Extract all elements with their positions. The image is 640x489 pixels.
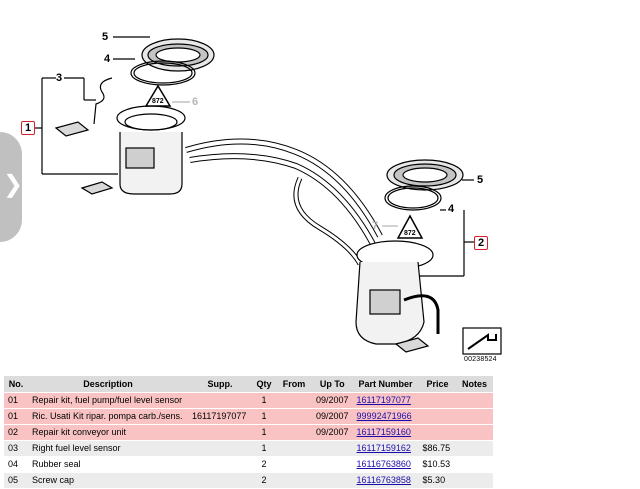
- row-notes: [456, 472, 493, 489]
- header-from: From: [276, 376, 312, 393]
- row-price: $86.75: [418, 440, 457, 457]
- row-supp: 16117197077: [188, 408, 252, 425]
- row-upto: [312, 456, 353, 473]
- callout-7: 7: [372, 220, 379, 232]
- row-from: [276, 456, 312, 473]
- part-number-link[interactable]: 16117159162: [356, 443, 411, 453]
- row-from: [276, 424, 312, 441]
- row-upto: [312, 440, 353, 457]
- row-upto: 09/2007: [312, 408, 353, 425]
- row-notes: [456, 424, 493, 441]
- header-part-number: Part Number: [352, 376, 419, 393]
- row-price: $10.53: [418, 456, 457, 473]
- part-number-link[interactable]: 99992471966: [356, 411, 412, 421]
- header-upto: Up To: [312, 376, 353, 393]
- row-notes: [456, 456, 493, 473]
- row-no: 04: [4, 456, 28, 473]
- row-description: Right fuel level sensor: [28, 440, 188, 457]
- diagram-id: 00238524: [464, 356, 497, 363]
- parts-table: No. Description Supp. Qty From Up To Par…: [4, 376, 493, 489]
- row-supp: [188, 440, 252, 457]
- header-description: Description: [28, 376, 188, 393]
- callout-3: 3: [56, 72, 63, 84]
- svg-text:872: 872: [152, 98, 164, 105]
- row-notes: [456, 440, 493, 457]
- part-number-link[interactable]: 16117197077: [356, 395, 411, 405]
- header-no: No.: [4, 376, 28, 393]
- parts-table-header: No. Description Supp. Qty From Up To Par…: [4, 376, 493, 393]
- row-no: 01: [4, 408, 28, 425]
- table-row: 01 Ric. Usati Kit ripar. pompa carb./sen…: [4, 408, 493, 425]
- row-upto: 09/2007: [312, 392, 353, 409]
- part-number-link[interactable]: 16117159160: [356, 427, 411, 437]
- row-qty: 1: [252, 424, 276, 441]
- row-no: 03: [4, 440, 28, 457]
- parts-diagram: 872 872 5 4 3 1 6 5 4 7 2 00238524: [21, 31, 502, 363]
- part-number-link[interactable]: 16116763858: [356, 475, 411, 485]
- row-from: [276, 472, 312, 489]
- row-qty: 2: [252, 456, 276, 473]
- callout-6: 6: [192, 96, 199, 108]
- row-no: 02: [4, 424, 28, 441]
- row-upto: [312, 472, 353, 489]
- callout-4-top: 4: [104, 53, 111, 65]
- header-qty: Qty: [252, 376, 276, 393]
- rubber-seal-right: [384, 185, 442, 211]
- row-no: 05: [4, 472, 28, 489]
- header-price: Price: [418, 376, 457, 393]
- table-row: 04 Rubber seal 2 16116763860 $10.53: [4, 456, 493, 473]
- part-number-link[interactable]: 16116763860: [356, 459, 411, 469]
- side-panel-toggle[interactable]: ❯: [0, 132, 24, 242]
- row-description: Repair kit, fuel pump/fuel level sensor: [28, 392, 188, 409]
- table-row: 03 Right fuel level sensor 1 16117159162…: [4, 440, 493, 457]
- table-row: 01 Repair kit, fuel pump/fuel level sens…: [4, 392, 493, 409]
- row-qty: 1: [252, 408, 276, 425]
- row-supp: [188, 456, 252, 473]
- float-left: [54, 121, 90, 137]
- rubber-seal-left: [130, 60, 196, 86]
- row-supp: [188, 392, 252, 409]
- row-price: [418, 392, 457, 409]
- fuel-pump-exploded-illustration: 872 872: [34, 36, 502, 355]
- row-no: 01: [4, 392, 28, 409]
- row-description: Ric. Usati Kit ripar. pompa carb./sens.: [28, 408, 188, 425]
- row-description: Rubber seal: [28, 456, 188, 473]
- row-description: Repair kit conveyor unit: [28, 424, 188, 441]
- header-supp: Supp.: [188, 376, 252, 393]
- callout-4-right: 4: [448, 203, 455, 215]
- row-supp: [188, 424, 252, 441]
- table-row: 02 Repair kit conveyor unit 1 09/2007 16…: [4, 424, 493, 441]
- callout-5-right: 5: [477, 174, 484, 186]
- callout-2[interactable]: 2: [474, 236, 489, 250]
- row-price: [418, 408, 457, 425]
- table-row: 05 Screw cap 2 16116763858 $5.30: [4, 472, 493, 489]
- callout-5-top: 5: [102, 31, 109, 43]
- header-notes: Notes: [456, 376, 493, 393]
- row-notes: [456, 408, 493, 425]
- row-description: Screw cap: [28, 472, 188, 489]
- svg-text:872: 872: [404, 230, 416, 237]
- chevron-right-icon: ❯: [3, 170, 24, 198]
- row-supp: [188, 472, 252, 489]
- row-price: $5.30: [418, 472, 457, 489]
- row-from: [276, 408, 312, 425]
- warning-label-left: [144, 84, 172, 107]
- row-from: [276, 392, 312, 409]
- row-qty: 1: [252, 392, 276, 409]
- row-qty: 1: [252, 440, 276, 457]
- warning-label-right: [396, 214, 424, 239]
- row-from: [276, 440, 312, 457]
- row-upto: 09/2007: [312, 424, 353, 441]
- row-notes: [456, 392, 493, 409]
- callout-1[interactable]: 1: [21, 121, 36, 135]
- row-qty: 2: [252, 472, 276, 489]
- row-price: [418, 424, 457, 441]
